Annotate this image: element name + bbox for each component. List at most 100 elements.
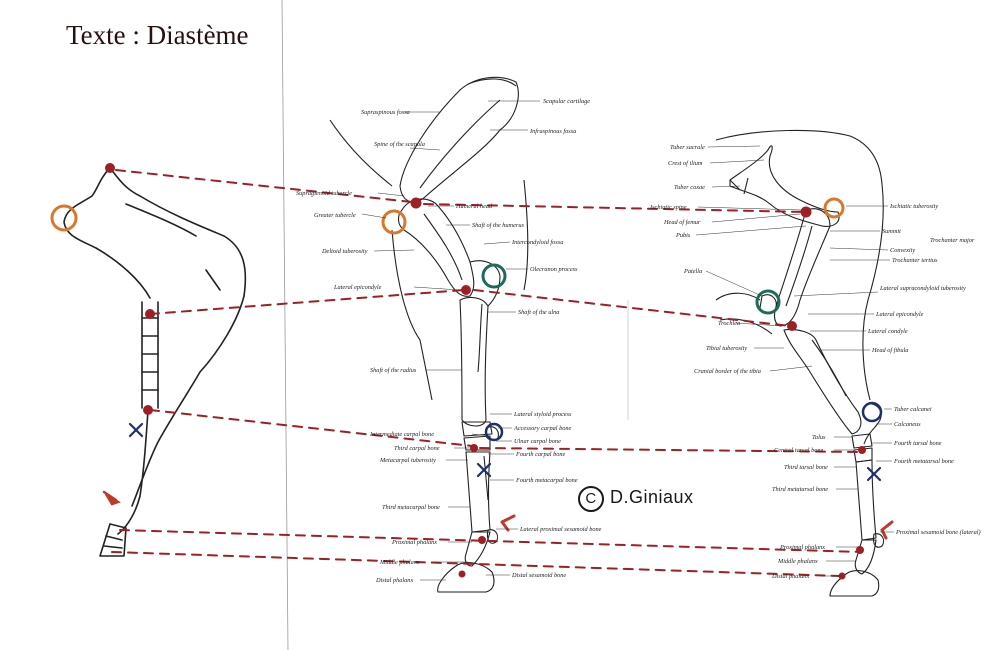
label-head-of-fibula: Head of fibula bbox=[871, 347, 908, 354]
correspondence-lines bbox=[111, 169, 863, 577]
humerus-bone bbox=[397, 198, 475, 297]
carpus-bones bbox=[461, 421, 493, 451]
forelimb-body-outline bbox=[329, 119, 529, 401]
label-fourth-carpal-bone: Fourth carpal bone bbox=[515, 451, 566, 458]
arrow-marker-hindlimb bbox=[880, 520, 894, 540]
label-convexity: Convexity bbox=[890, 247, 915, 254]
label-shaft-of-ulna: Shaft of the ulna bbox=[518, 309, 559, 316]
label-summit: Summit bbox=[882, 228, 901, 235]
label-calcaneus: Calcaneus bbox=[894, 421, 921, 428]
metatarsal-bone bbox=[855, 459, 877, 541]
leader-lines bbox=[361, 100, 894, 581]
sketch-hoof bbox=[99, 523, 127, 557]
hind-coffin-bone bbox=[829, 570, 880, 597]
olecranon-bone bbox=[469, 260, 501, 307]
marker-red-humeral-head bbox=[410, 197, 422, 209]
marker-orange-ischiatic bbox=[823, 197, 845, 219]
tuber-coxae-point bbox=[729, 177, 749, 195]
label-distal-sesamoid: Distal sesamoid bone bbox=[511, 572, 566, 579]
marker-red-femur-head bbox=[800, 206, 812, 218]
body-back-outline bbox=[715, 129, 883, 185]
label-third-metacarpal-bone: Third metacarpal bone bbox=[382, 504, 440, 511]
hind-pastern bbox=[854, 539, 877, 575]
marker-red-fetlock bbox=[478, 536, 486, 544]
marker-navy-tuber-calcanei bbox=[861, 401, 883, 423]
marker-red-hind-fetlock bbox=[856, 546, 864, 554]
label-cranial-border-tibia: Cranial border of the tibia bbox=[694, 368, 761, 375]
marker-red-tarsal bbox=[858, 446, 866, 454]
pelvis-bone bbox=[729, 145, 840, 227]
marker-red-epicondyle bbox=[461, 285, 471, 295]
label-trochanter-major: Trochanter major bbox=[930, 237, 975, 244]
label-spine-of-scapula: Spine of the scapula bbox=[374, 141, 425, 148]
marker-red-distal bbox=[458, 570, 466, 578]
hind-fetlock bbox=[872, 533, 885, 548]
marker-red-trochlea bbox=[787, 321, 797, 331]
scapula-bone bbox=[399, 76, 519, 203]
dashed-line-shoulder-hip bbox=[423, 203, 807, 213]
label-lateral-supracondyloid-tuberosity: Lateral supracondyloid tuberosity bbox=[879, 285, 966, 292]
label-ischiatic-tuberosity: Ischiatic tuberosity bbox=[889, 203, 938, 210]
label-head-of-femur: Head of femur bbox=[663, 219, 701, 226]
dashed-line-elbow-stifle bbox=[473, 289, 791, 327]
label-supraspinous-fossa: Supraspinous fossa bbox=[361, 109, 410, 116]
label-tuber-sacrale: Tuber sacrale bbox=[670, 144, 705, 151]
marker-teal-patella bbox=[755, 289, 781, 315]
ulna-line bbox=[477, 303, 483, 373]
label-proximal-sesamoid-lateral: Proximal sesamoid bone (lateral) bbox=[895, 529, 981, 536]
forelimb-labels: Supraspinous fossa Scapular cartilage In… bbox=[296, 98, 602, 584]
cross-marker-metacarpal bbox=[476, 462, 492, 478]
cross-marker-metatarsal bbox=[866, 466, 882, 482]
sketch-back-line bbox=[131, 295, 245, 507]
cross-marker-sketch bbox=[128, 422, 144, 438]
tibia-bone bbox=[783, 328, 862, 435]
marker-orange-sketch bbox=[50, 204, 78, 232]
label-lateral-proximal-sesamoid: Lateral proximal sesamoid bone bbox=[519, 526, 602, 533]
femur-bone bbox=[773, 208, 831, 327]
label-infraspinous-fossa: Infraspinous fossa bbox=[529, 128, 576, 135]
label-proximal-phalanx-hind: Proximal phalanx bbox=[779, 544, 825, 551]
label-tuber-coxae: Tuber coxae bbox=[674, 184, 705, 191]
hindlimb-labels: Tuber sacrale Crest of ilium Tuber coxae… bbox=[649, 144, 981, 580]
label-fourth-tarsal-bone: Fourth tarsal bone bbox=[893, 440, 942, 447]
femur-shaft-line bbox=[785, 225, 813, 307]
label-fourth-metatarsal-bone: Fourth metatarsal bone bbox=[893, 458, 954, 465]
copyright-icon: C bbox=[578, 486, 604, 512]
label-intercondyloid-fossa: Intercondyloid fossa bbox=[511, 239, 563, 246]
label-patella: Patella bbox=[683, 268, 702, 275]
label-metacarpal-tuberosity: Metacarpal tuberosity bbox=[379, 457, 436, 464]
label-tuber-calcanei: Tuber calcanei bbox=[894, 406, 932, 413]
humerus-shaft-line bbox=[423, 213, 463, 281]
label-ulnar-carpal-bone: Ulnar carpal bone bbox=[514, 438, 561, 445]
marker-red-carpal bbox=[470, 444, 478, 452]
label-lateral-epicondyle-hind: Lateral epicondyle bbox=[875, 311, 924, 318]
coffin-bone bbox=[437, 562, 495, 593]
sketch-inner-line bbox=[125, 203, 197, 237]
copyright-author: D.Giniaux bbox=[610, 487, 694, 507]
marker-navy-accessory-carpal bbox=[484, 422, 504, 442]
dashed-line-carpus-tarsus bbox=[479, 447, 861, 453]
label-intermediate-carpal-bone: Intermediate carpal bone bbox=[369, 431, 434, 438]
copyright-mark: C D.Giniaux bbox=[578, 486, 694, 512]
sketch-figure bbox=[63, 167, 247, 557]
marker-red-withers bbox=[105, 163, 115, 173]
marker-teal-olecranon bbox=[481, 263, 507, 289]
scapula-spine bbox=[419, 99, 501, 189]
label-lateral-condyle: Lateral condyle bbox=[867, 328, 908, 335]
label-third-metatarsal-bone: Third metatarsal bone bbox=[772, 486, 828, 493]
label-distal-phalanx-hind: Distal phalanx bbox=[771, 573, 809, 580]
label-middle-phalanx: Middle phalanx bbox=[379, 559, 420, 566]
label-trochanter-tertius: Trochanter tertius bbox=[892, 257, 938, 264]
splint-bone bbox=[483, 455, 489, 501]
marker-red-spine bbox=[145, 309, 155, 319]
dashed-line-withers bbox=[115, 169, 413, 203]
landmark-markers bbox=[50, 163, 894, 580]
label-pubis: Pubis bbox=[675, 232, 691, 239]
marker-red-knee bbox=[143, 405, 153, 415]
label-lateral-styloid-process: Lateral styloid process bbox=[513, 411, 572, 418]
label-shaft-of-humerus: Shaft of the humerus bbox=[472, 222, 524, 229]
dashed-line-knee bbox=[149, 409, 473, 447]
label-scapular-cartilage: Scapular cartilage bbox=[543, 98, 590, 105]
sketch-scapula-outline bbox=[63, 167, 151, 299]
label-accessory-carpal-bone: Accessory carpal bone bbox=[513, 425, 572, 432]
